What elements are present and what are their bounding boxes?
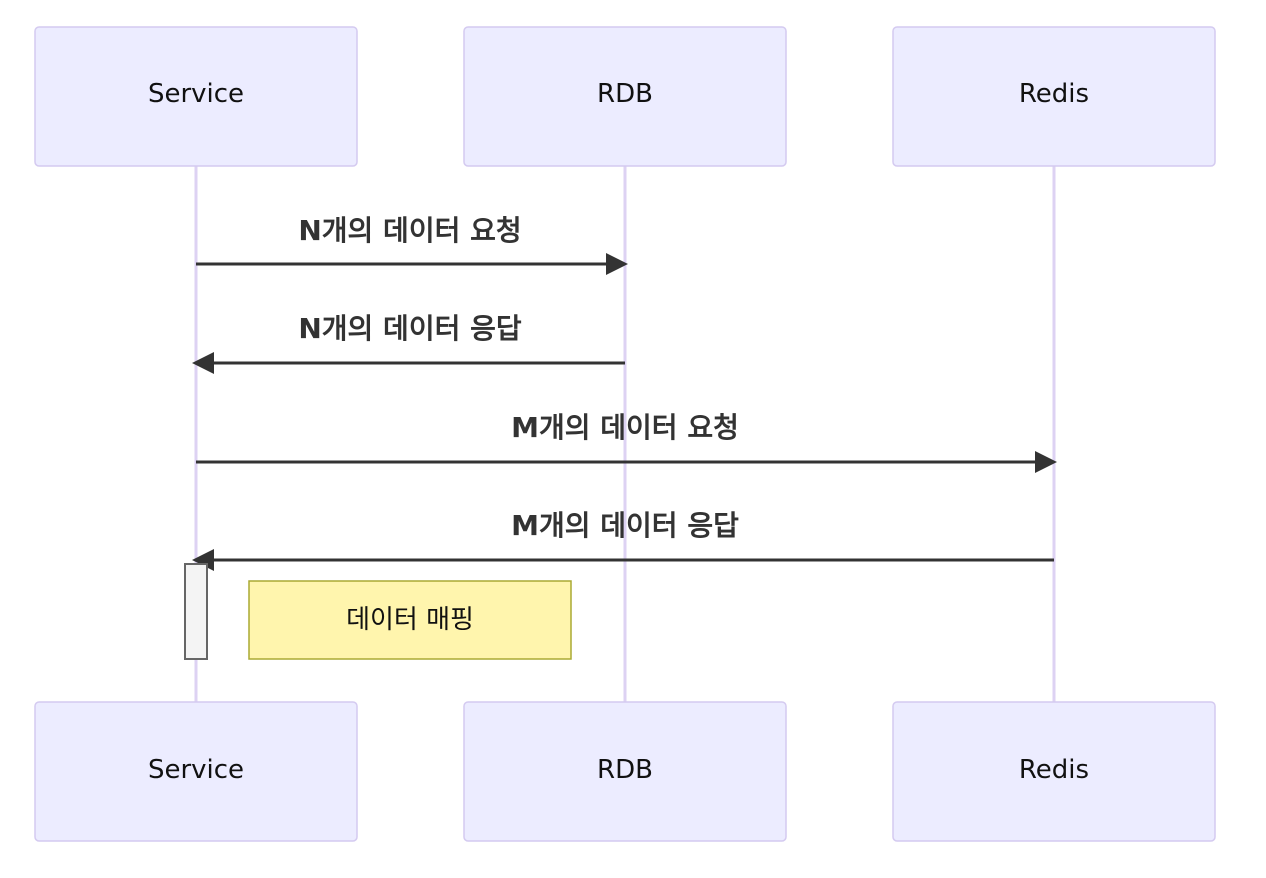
message-label-2: N개의 데이터 응답: [298, 312, 521, 345]
message-label-4: M개의 데이터 응답: [511, 509, 739, 542]
actor-rdb-top: RDB: [463, 26, 787, 167]
message-1: N개의 데이터 요청: [196, 214, 628, 275]
actor-service-bottom: Service: [34, 701, 358, 842]
actor-label-rdb-top: RDB: [597, 79, 653, 109]
actor-label-service-bottom: Service: [148, 755, 244, 785]
arrow-head-left: [192, 352, 214, 374]
activation-bar-service: [184, 563, 208, 660]
actor-label-redis-bottom: Redis: [1019, 755, 1089, 785]
note: 데이터 매핑: [248, 580, 572, 660]
actor-redis-top: Redis: [892, 26, 1216, 167]
message-4: M개의 데이터 응답: [192, 509, 1054, 571]
arrow-head-right: [606, 253, 628, 275]
actor-label-service-top: Service: [148, 79, 244, 109]
message-3: M개의 데이터 요청: [196, 411, 1057, 473]
note-label: 데이터 매핑: [346, 605, 474, 635]
actor-label-redis-top: Redis: [1019, 79, 1089, 109]
message-label-1: N개의 데이터 요청: [298, 214, 521, 247]
actor-redis-bottom: Redis: [892, 701, 1216, 842]
message-2: N개의 데이터 응답: [192, 312, 625, 374]
actor-rdb-bottom: RDB: [463, 701, 787, 842]
arrow-head-left: [192, 549, 214, 571]
actor-service-top: Service: [34, 26, 358, 167]
actor-label-rdb-bottom: RDB: [597, 755, 653, 785]
arrow-head-right: [1035, 451, 1057, 473]
message-label-3: M개의 데이터 요청: [511, 411, 739, 444]
